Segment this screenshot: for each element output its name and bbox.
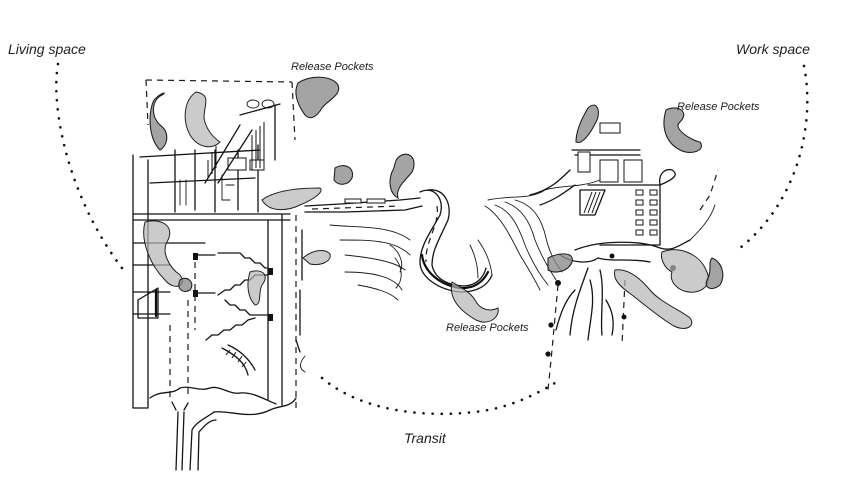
living-space-connector bbox=[55, 62, 124, 270]
release-pocket bbox=[184, 91, 221, 148]
release-pockets-label-right: Release Pockets bbox=[677, 101, 760, 113]
transit-road bbox=[295, 179, 601, 373]
work-space-building bbox=[529, 122, 719, 391]
release-pocket bbox=[450, 281, 499, 323]
release-pocket bbox=[333, 165, 354, 185]
release-pocket bbox=[143, 220, 183, 287]
living-space-building bbox=[132, 79, 297, 471]
work-space-connector bbox=[738, 64, 809, 250]
release-pocket bbox=[247, 270, 266, 306]
release-pocket bbox=[302, 250, 331, 265]
office-windows bbox=[635, 189, 658, 236]
release-pockets-label-top: Release Pockets bbox=[291, 61, 374, 73]
release-pockets-label-bottom: Release Pockets bbox=[446, 322, 529, 334]
release-pocket bbox=[178, 277, 193, 293]
release-pocket bbox=[575, 104, 599, 144]
release-pocket bbox=[547, 253, 573, 273]
release-pocket bbox=[389, 153, 415, 200]
release-pocket bbox=[705, 257, 724, 290]
work-space-label: Work space bbox=[736, 41, 810, 57]
release-pocket bbox=[261, 187, 322, 211]
release-pocket bbox=[613, 269, 693, 329]
release-pocket bbox=[663, 107, 702, 153]
release-pocket bbox=[661, 249, 709, 293]
release-pockets bbox=[143, 76, 724, 329]
release-pocket bbox=[149, 92, 168, 151]
transit-label: Transit bbox=[404, 430, 446, 446]
living-space-label: Living space bbox=[8, 41, 86, 57]
release-pocket bbox=[295, 76, 340, 119]
transit-connector bbox=[320, 376, 562, 416]
